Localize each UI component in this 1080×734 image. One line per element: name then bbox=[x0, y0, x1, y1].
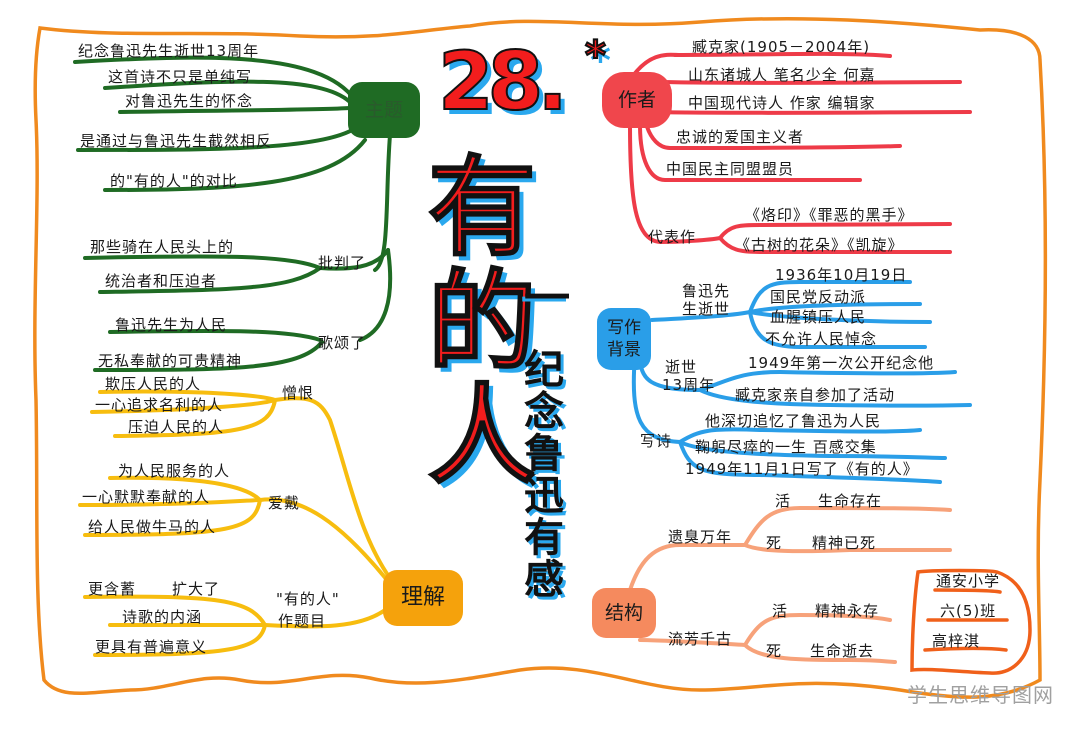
hate-line: 一心追求名利的人 bbox=[95, 396, 224, 414]
praise-line: 无私奉献的可贵精神 bbox=[98, 352, 243, 370]
theme-line: 纪念鲁迅先生逝世13周年 bbox=[78, 42, 260, 60]
hate-line: 欺压人民的人 bbox=[105, 375, 202, 393]
theme-line: 是通过与鲁迅先生截然相反 bbox=[80, 132, 273, 150]
infamy-text: 精神已死 bbox=[812, 534, 877, 552]
background-branches bbox=[631, 279, 972, 484]
signature-box bbox=[910, 568, 1032, 675]
structure-branches bbox=[628, 505, 952, 664]
author-line: 中国民主同盟盟员 bbox=[666, 160, 795, 178]
death-line: 国民党反动派 bbox=[770, 288, 867, 306]
infamy-state: 死 bbox=[766, 534, 783, 552]
theme-line: 这首诗不只是单纯写 bbox=[108, 68, 253, 86]
subtitle: 纪念鲁迅有感 bbox=[517, 348, 563, 600]
label-anniv-2: 13周年 bbox=[662, 376, 716, 394]
signature-school: 通安小学 bbox=[936, 572, 1001, 590]
label-love: 爱戴 bbox=[268, 494, 301, 512]
title-use-line: 更具有普遍意义 bbox=[95, 638, 208, 656]
node-author: 作者 bbox=[602, 72, 672, 128]
label-works: 代表作 bbox=[648, 228, 697, 246]
label-criticize: 批判了 bbox=[318, 254, 367, 272]
theme-line: 的"有的人"的对比 bbox=[110, 172, 238, 190]
title-use-line: 更含蓄 bbox=[88, 580, 137, 598]
star-mark: * bbox=[584, 33, 607, 79]
label-hate: 憎恨 bbox=[282, 384, 315, 402]
love-line: 为人民服务的人 bbox=[118, 462, 231, 480]
label-praise: 歌颂了 bbox=[318, 334, 367, 352]
author-line: 山东诸城人 笔名少全 何嘉 bbox=[688, 66, 876, 84]
label-title-use-1: "有的人" bbox=[276, 590, 340, 608]
criticize-line: 那些骑在人民头上的 bbox=[90, 238, 235, 256]
works-line: 《烙印》《罪恶的黑手》 bbox=[745, 206, 914, 224]
lesson-number: 28. bbox=[437, 35, 569, 128]
signature-class: 六(5)班 bbox=[940, 602, 997, 620]
node-structure: 结构 bbox=[592, 588, 656, 638]
theme-line: 对鲁迅先生的怀念 bbox=[125, 92, 254, 110]
main-title: 有的人 bbox=[409, 149, 536, 493]
wavy-border bbox=[33, 16, 1048, 699]
fame-state: 活 bbox=[772, 602, 789, 620]
node-theme: 主题 bbox=[348, 82, 420, 138]
writing-line: 鞠躬尽瘁的一生 百感交集 bbox=[695, 438, 877, 456]
subtitle-dash: | bbox=[525, 288, 576, 305]
writing-line: 他深切追忆了鲁迅为人民 bbox=[705, 412, 882, 430]
node-understanding: 理解 bbox=[383, 570, 463, 626]
label-death-1: 鲁迅先 bbox=[682, 282, 731, 300]
anniv-line: 1949年第一次公开纪念他 bbox=[748, 354, 935, 372]
label-death-2: 生逝世 bbox=[682, 300, 731, 318]
anniv-line: 臧克家亲自参加了活动 bbox=[735, 386, 896, 404]
fame-text: 生命逝去 bbox=[810, 642, 875, 660]
infamy-state: 活 bbox=[775, 492, 792, 510]
label-fame: 流芳千古 bbox=[668, 630, 733, 648]
fame-state: 死 bbox=[766, 642, 783, 660]
works-line: 《古树的花朵》《凯旋》 bbox=[735, 236, 904, 254]
label-writing: 写诗 bbox=[640, 432, 673, 450]
author-line: 臧克家(1905－2004年) bbox=[692, 38, 871, 56]
death-line: 1936年10月19日 bbox=[775, 266, 908, 284]
infamy-text: 生命存在 bbox=[818, 492, 883, 510]
fame-text: 精神永存 bbox=[815, 602, 880, 620]
signature-name: 高梓淇 bbox=[932, 632, 981, 650]
hate-line: 压迫人民的人 bbox=[128, 418, 225, 436]
node-background: 写作背景 bbox=[597, 308, 651, 370]
writing-line: 1949年11月1日写了《有的人》 bbox=[685, 460, 919, 478]
death-line: 不允许人民悼念 bbox=[765, 330, 878, 348]
label-title-use-2: 作题目 bbox=[278, 612, 327, 630]
love-line: 给人民做牛马的人 bbox=[88, 518, 217, 536]
criticize-line: 统治者和压迫者 bbox=[105, 272, 218, 290]
watermark: 学生思维导图网 bbox=[907, 683, 1054, 707]
death-line: 血腥镇压人民 bbox=[770, 308, 867, 326]
label-infamy: 遗臭万年 bbox=[668, 528, 733, 546]
love-line: 一心默默奉献的人 bbox=[82, 488, 211, 506]
theme-branches bbox=[73, 55, 393, 372]
praise-line: 鲁迅先生为人民 bbox=[115, 316, 228, 334]
title-use-line: 扩大了 bbox=[172, 580, 221, 598]
title-use-line: 诗歌的内涵 bbox=[122, 608, 203, 626]
author-line: 忠诚的爱国主义者 bbox=[676, 128, 805, 146]
understanding-branches bbox=[78, 389, 397, 657]
label-anniv-1: 逝世 bbox=[665, 358, 698, 376]
author-line: 中国现代诗人 作家 编辑家 bbox=[688, 94, 876, 112]
